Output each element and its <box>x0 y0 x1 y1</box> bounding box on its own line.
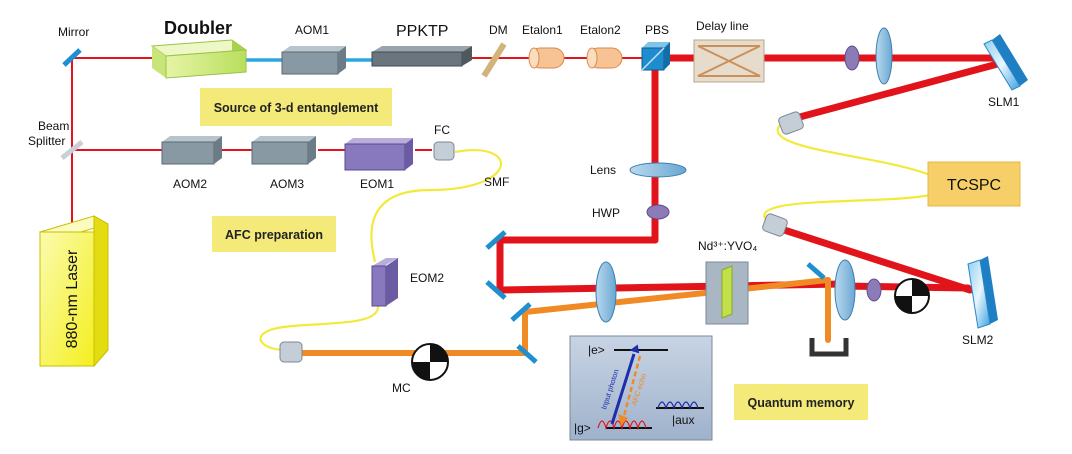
hwp-label: HWP <box>592 206 620 220</box>
tcspc-label: TCSPC <box>947 177 1001 194</box>
hwp <box>646 204 670 220</box>
fiber-coupler-slm2 <box>762 213 788 237</box>
large-lens-top <box>875 27 893 85</box>
laser-880nm: 880-nm Laser <box>38 215 110 368</box>
hwp-right <box>866 278 882 302</box>
afc-box-label: AFC preparation <box>225 228 323 242</box>
beam-label: Beam <box>38 119 69 133</box>
aom1-label: AOM1 <box>295 23 329 37</box>
fc-label: FC <box>434 123 450 137</box>
dm-label: DM <box>489 23 508 37</box>
delay-line <box>693 39 765 83</box>
ppktp-label: PPKTP <box>396 23 448 40</box>
mirror-right <box>806 262 826 280</box>
laser-label: 880-nm Laser <box>64 249 81 348</box>
splitter-label: Splitter <box>28 134 65 148</box>
eom2-fiber <box>259 305 380 352</box>
slm1 <box>983 34 1028 91</box>
lens-after-crystal <box>834 259 856 321</box>
mirror-left-lower <box>485 280 507 300</box>
mechanical-chopper-mc <box>411 343 449 381</box>
fiber-coupler-fc <box>433 141 455 161</box>
dichroic-mirror <box>481 42 507 78</box>
steering-mirrors <box>485 230 826 364</box>
source-box-label: Source of 3-d entanglement <box>214 101 379 115</box>
eom1-label: EOM1 <box>360 177 394 191</box>
smf-label: SMF <box>484 175 509 189</box>
mirror-orange-upper <box>510 302 532 322</box>
orange-beams <box>297 277 831 356</box>
quantum-memory-box <box>734 384 868 420</box>
lens-before-crystal <box>595 261 617 323</box>
eom1 <box>344 138 413 171</box>
crystal-label: Nd³⁺:YVO₄ <box>698 239 757 253</box>
etalon2 <box>586 47 623 69</box>
eom2 <box>371 258 398 307</box>
fiber-coupler-mc <box>279 341 303 363</box>
lens-label: Lens <box>590 163 616 177</box>
lens-middle <box>629 162 687 178</box>
slm1-label: SLM1 <box>988 95 1020 109</box>
fiber-coupler-slm1 <box>778 111 804 135</box>
aom2 <box>161 136 222 165</box>
aom3 <box>251 136 316 165</box>
tcspc-box <box>927 161 1021 207</box>
mirror-label: Mirror <box>58 25 89 39</box>
mirror-orange-lower <box>516 344 538 364</box>
aux-state-label: |aux <box>672 413 694 427</box>
pbs-label: PBS <box>645 23 669 37</box>
quantum-memory-label: Quantum memory <box>748 396 855 410</box>
doubler <box>150 39 248 79</box>
crystal-nd-yvo4 <box>705 261 749 325</box>
beam-dump <box>809 338 849 357</box>
smf-fiber <box>370 149 503 263</box>
beam-splitter <box>60 140 84 160</box>
ppktp <box>371 46 472 67</box>
small-lens-top <box>844 45 860 71</box>
aom3-label: AOM3 <box>270 177 304 191</box>
etalon2-label: Etalon2 <box>580 23 621 37</box>
fibers <box>259 124 931 352</box>
etalon1-label: Etalon1 <box>522 23 563 37</box>
slm2-label: SLM2 <box>962 333 994 347</box>
delay-line-label: Delay line <box>696 19 749 33</box>
mc-label: MC <box>392 381 411 395</box>
etalon1 <box>528 47 565 69</box>
mirror-left-upper <box>485 230 507 250</box>
excited-state-label: |e> <box>588 343 605 357</box>
mirror-top-left <box>62 48 82 67</box>
aom1 <box>281 46 346 75</box>
eom2-label: EOM2 <box>410 271 444 285</box>
tcspc-fiber-bottom <box>763 193 931 223</box>
pbs <box>641 42 670 71</box>
ground-state-label: |g> <box>574 421 591 435</box>
mechanical-chopper-right <box>894 278 930 314</box>
aom2-label: AOM2 <box>173 177 207 191</box>
energy-level-inset: |e> |g> |aux Input photon AFC echo <box>569 335 713 441</box>
slm2 <box>967 256 998 329</box>
tcspc-fiber-top <box>776 124 931 177</box>
afc-box <box>212 216 336 252</box>
doubler-label: Doubler <box>164 18 232 38</box>
source-box <box>200 88 392 126</box>
